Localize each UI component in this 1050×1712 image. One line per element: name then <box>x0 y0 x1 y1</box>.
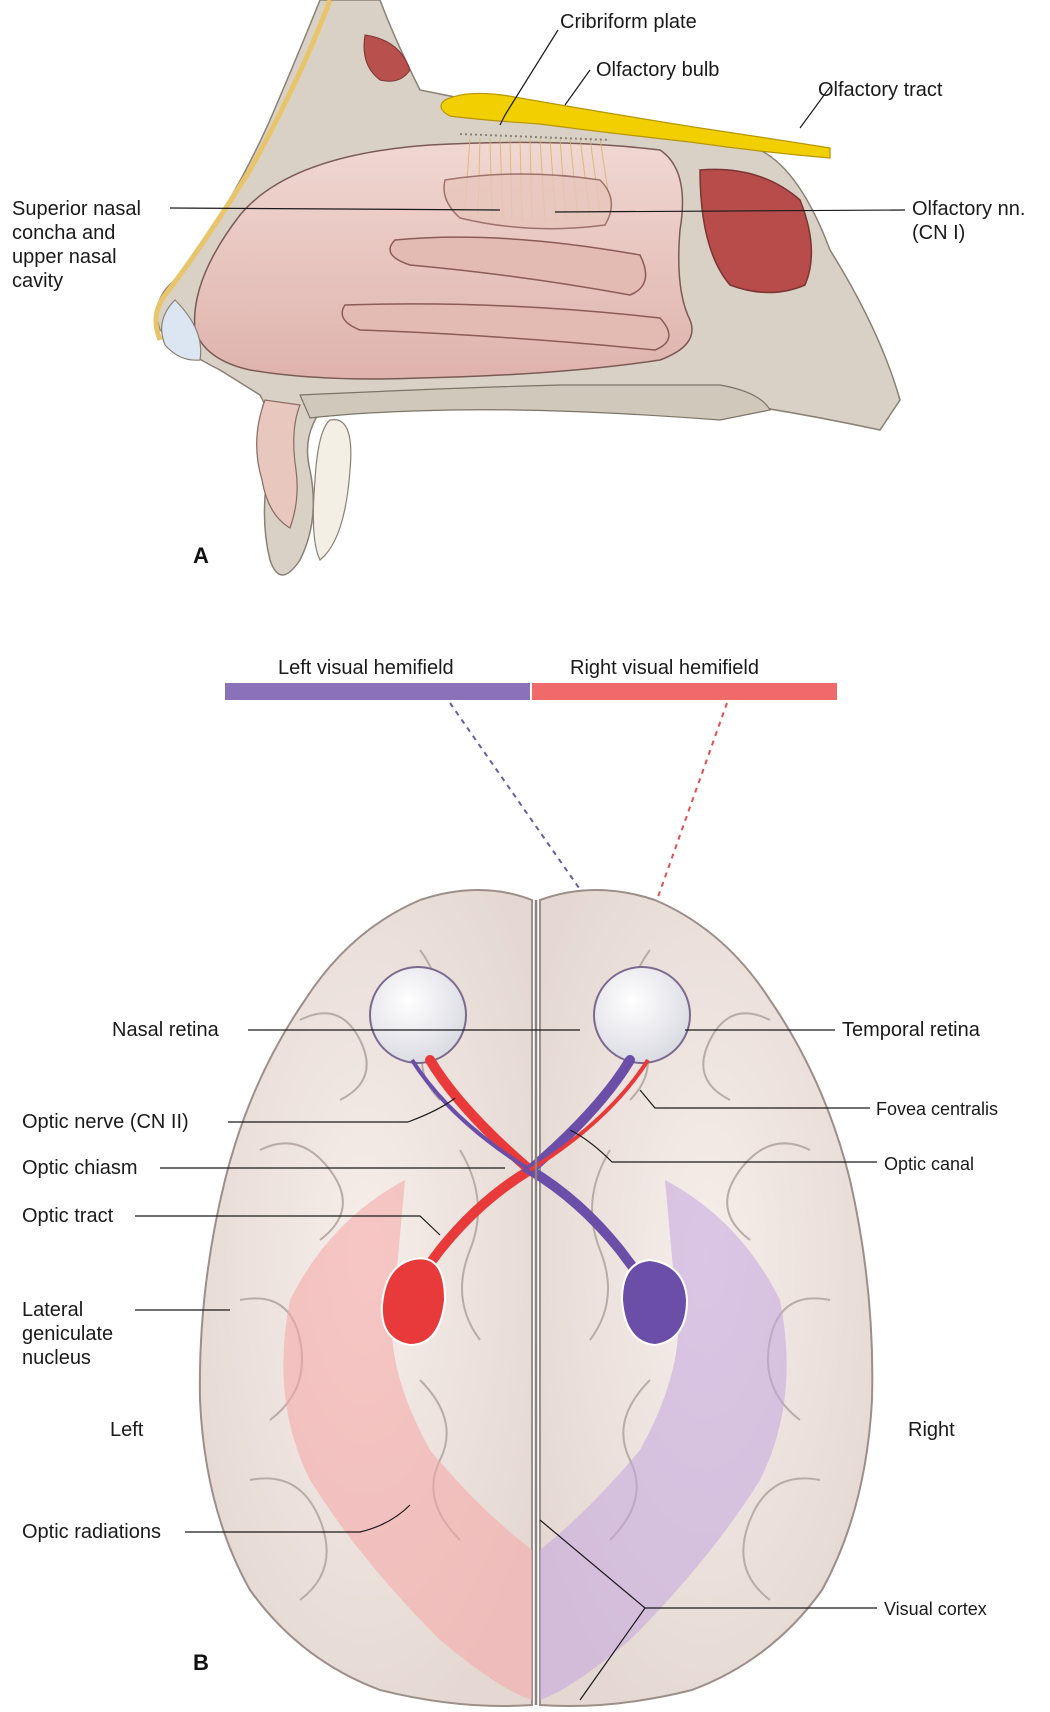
superior-concha <box>444 174 611 229</box>
incisor-tooth <box>313 420 351 560</box>
right-lgn <box>622 1260 687 1345</box>
label-left: Left <box>110 1418 143 1442</box>
brain-illustration <box>200 890 872 1706</box>
label-right-visual-hemifield: Right visual hemifield <box>570 656 759 680</box>
label-visual-cortex: Visual cortex <box>884 1597 987 1621</box>
label-lateral-geniculate: Lateral geniculate nucleus <box>22 1298 142 1370</box>
left-hemifield-bar <box>225 683 530 700</box>
label-fovea-centralis: Fovea centralis <box>876 1097 998 1121</box>
panel-b-letter: B <box>193 1650 209 1676</box>
label-temporal-retina: Temporal retina <box>842 1018 980 1042</box>
panel-a-letter: A <box>193 543 209 569</box>
label-nasal-retina: Nasal retina <box>112 1018 219 1042</box>
nasal-cavity-illustration <box>156 0 900 575</box>
label-optic-nerve: Optic nerve (CN II) <box>22 1110 189 1134</box>
label-optic-canal: Optic canal <box>884 1152 974 1176</box>
label-optic-tract: Optic tract <box>22 1204 113 1228</box>
label-superior-nasal-concha: Superior nasal concha and upper nasal ca… <box>12 197 162 293</box>
label-cribriform-plate: Cribriform plate <box>560 10 697 34</box>
label-optic-radiations: Optic radiations <box>22 1520 161 1544</box>
right-hemifield-bar <box>532 683 837 700</box>
label-optic-chiasm: Optic chiasm <box>22 1156 138 1180</box>
upper-lip <box>257 400 300 528</box>
label-olfactory-tract: Olfactory tract <box>818 78 942 102</box>
label-left-visual-hemifield: Left visual hemifield <box>278 656 454 680</box>
right-eyeball <box>594 967 690 1063</box>
label-right: Right <box>908 1418 955 1442</box>
label-olfactory-bulb: Olfactory bulb <box>596 58 719 82</box>
left-eyeball <box>370 967 466 1063</box>
label-olfactory-nn: Olfactory nn. (CN I) <box>912 197 1037 245</box>
